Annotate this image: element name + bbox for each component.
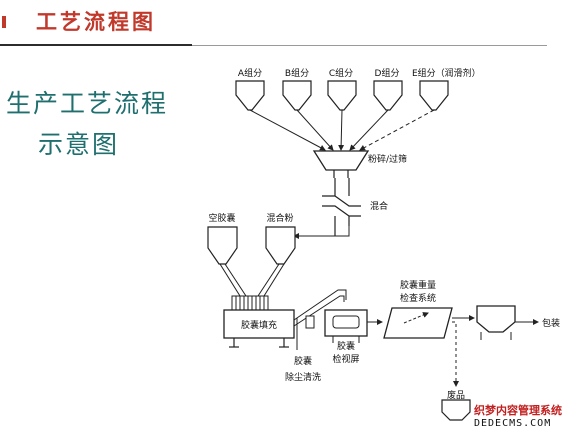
- reject-line: [452, 321, 459, 387]
- mill-sieve-unit: [312, 150, 370, 171]
- feed-line-c: [338, 109, 345, 151]
- slide-title: 工艺流程图: [36, 10, 156, 34]
- watermark-line-1: 织梦内容管理系统: [474, 404, 562, 417]
- feed-line-d: [349, 109, 389, 151]
- component-label-b: B组分: [285, 67, 309, 79]
- heading-line-1: 生产工艺流程: [6, 89, 169, 118]
- inspection-label-2: 检视屏: [332, 353, 359, 365]
- mixed-powder-hopper: [265, 226, 296, 265]
- cleaning-label-2: 除尘清洗: [285, 371, 321, 383]
- title-bullet-mark: [2, 16, 6, 28]
- waste-hopper: [441, 399, 471, 421]
- duster-conveyor: [293, 289, 347, 327]
- mixed-powder-label: 混合粉: [266, 212, 293, 224]
- heading-line-2: 示意图: [38, 130, 120, 159]
- feed-line-b: [296, 109, 334, 151]
- mixer-unit: [322, 178, 361, 236]
- packaging-label: 包装: [542, 317, 560, 329]
- title-rule-light: [192, 45, 547, 46]
- capsule-feed-line-1: [219, 263, 241, 297]
- hopper-d: [373, 80, 403, 111]
- mill-label: 粉碎/过筛: [368, 153, 407, 165]
- powder-feed-line-1: [257, 263, 280, 297]
- inspection-label-1: 胶囊: [337, 340, 355, 352]
- inspection-screen: [324, 309, 368, 343]
- cleaning-label-1: 胶囊: [294, 355, 312, 367]
- watermark-line-2: DEDECMS.COM: [474, 418, 552, 429]
- product-hopper: [476, 305, 516, 340]
- weight-label-2: 检查系统: [400, 292, 436, 304]
- component-label-e: E组分（润滑剂）: [412, 67, 481, 79]
- empty-capsule-hopper: [207, 226, 238, 265]
- weight-check-unit: [383, 307, 453, 339]
- waste-label: 废品: [447, 389, 465, 401]
- hopper-b: [282, 80, 312, 111]
- mixer-to-powder-line: [293, 226, 350, 239]
- feed-line-a: [249, 109, 326, 151]
- capsule-feed-line-2: [224, 263, 247, 297]
- powder-feed-line-2: [263, 263, 285, 297]
- feed-line-e: [359, 109, 435, 151]
- component-label-c: C组分: [329, 67, 353, 79]
- hopper-e: [419, 80, 449, 111]
- component-label-d: D组分: [375, 67, 400, 79]
- weight-label-1: 胶囊重量: [400, 279, 436, 291]
- duster-unit: [305, 315, 315, 329]
- mixing-label: 混合: [370, 200, 388, 212]
- title-rule: [0, 44, 192, 46]
- weight-internal-arrow: [403, 312, 429, 324]
- hopper-a: [235, 80, 265, 111]
- component-label-a: A组分: [238, 67, 262, 79]
- empty-capsule-label: 空胶囊: [208, 212, 235, 224]
- hopper-c: [327, 80, 357, 111]
- filling-label: 胶囊填充: [241, 319, 277, 331]
- capsule-filling-machine: [223, 295, 295, 348]
